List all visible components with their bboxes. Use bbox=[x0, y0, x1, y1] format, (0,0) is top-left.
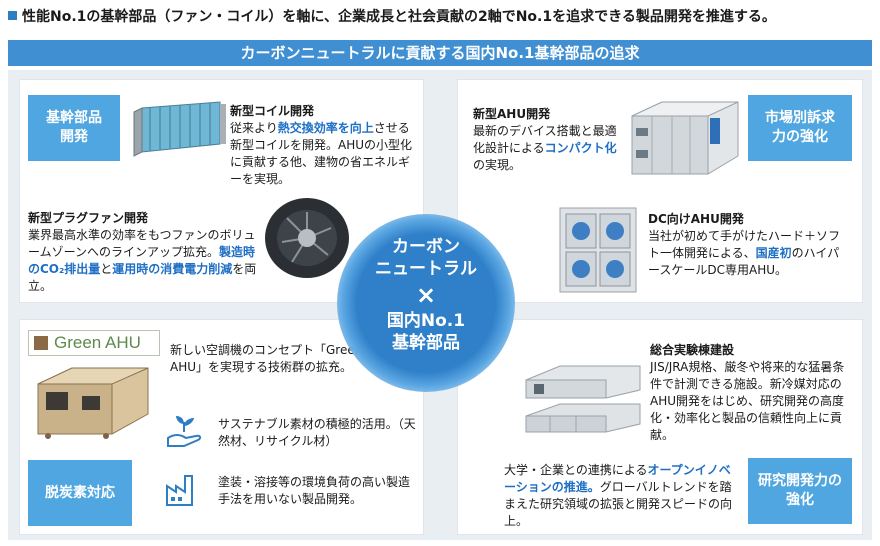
fan-description: 業界最高水準の効率をもつファンのボリュームゾーンへのラインアップ拡充。製造時のC… bbox=[28, 228, 257, 293]
eco-manufacturing-text: 塗装・溶接等の環境負荷の高い製造手法を用いない製品開発。 bbox=[218, 475, 411, 506]
wooden-ahu-image bbox=[32, 362, 152, 442]
dc-ahu-image bbox=[556, 204, 640, 296]
section-banner: カーボンニュートラルに貢献する国内No.1基幹部品の追求 bbox=[8, 40, 872, 66]
page-headline: 性能No.1の基幹部品（ファン・コイル）を軸に、企業成長と社会貢献の2軸でNo.… bbox=[8, 6, 776, 26]
ahu-description: 最新のデバイス搭載と最適化設計によるコンパクト化の実現。 bbox=[473, 124, 617, 172]
lab-description: JIS/JRA規格、厳冬や将来的な猛暑条件で計測できる施設。新冷媒対応のAHU開… bbox=[650, 360, 845, 442]
coil-title: 新型コイル開発 bbox=[230, 104, 315, 118]
green-ahu-logo: Green AHU bbox=[28, 330, 160, 356]
open-innovation-text: 大学・企業との連携によるオープンイノベーションの推進。グローバルトレンドを踏まえ… bbox=[504, 463, 733, 528]
cube-icon bbox=[34, 336, 48, 350]
cross-symbol: × bbox=[415, 281, 437, 309]
fan-title: 新型プラグファン開発 bbox=[28, 211, 149, 225]
coil-description: 従来より熱交換効率を向上させる新型コイルを開発。AHUの小型化に貢献する他、建物… bbox=[230, 121, 413, 186]
tag-core-parts: 基幹部品 開発 bbox=[28, 95, 120, 161]
bullet-square-icon bbox=[8, 11, 17, 20]
center-label: カーボン ニュートラル × 国内No.1 基幹部品 bbox=[337, 236, 515, 354]
ahu-unit-image bbox=[622, 94, 742, 182]
test-building-image bbox=[520, 354, 644, 434]
tag-research: 研究開発力の 強化 bbox=[748, 458, 852, 524]
tag-market-appeal: 市場別訴求 力の強化 bbox=[748, 95, 852, 161]
lab-title: 総合実験棟建設 bbox=[650, 343, 735, 357]
ahu-title: 新型AHU開発 bbox=[473, 107, 551, 121]
green-ahu-intro: 新しい空調機のコンセプト「Green AHU」を実現する技術群の拡充。 bbox=[170, 343, 363, 374]
tag-decarbonization: 脱炭素対応 bbox=[28, 460, 132, 526]
coil-image bbox=[128, 100, 228, 160]
hand-plant-icon bbox=[164, 414, 204, 448]
center-circle bbox=[337, 214, 515, 392]
sustainable-material-text: サステナブル素材の積極的活用。（天然材、リサイクル材） bbox=[218, 417, 416, 448]
dc-ahu-description: 当社が初めて手がけたハード＋ソフト一体開発による、国産初のハイパースケールDC専… bbox=[648, 229, 841, 277]
dc-ahu-title: DC向けAHU開発 bbox=[648, 212, 744, 226]
plug-fan-image bbox=[262, 192, 352, 282]
factory-icon bbox=[164, 472, 200, 508]
